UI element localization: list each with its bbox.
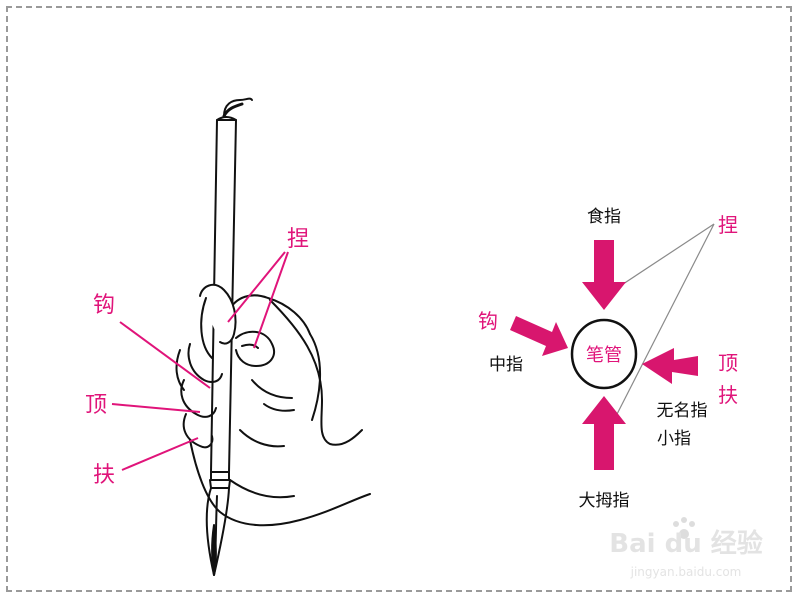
dashed-border-frame: [6, 6, 792, 592]
thumb-up-arrow: [582, 396, 626, 470]
label-thumb: 大拇指: [579, 491, 630, 511]
center-label: 笔管: [586, 345, 622, 366]
right-label-nie: 捏: [718, 213, 738, 237]
label-ring-finger: 无名指: [657, 401, 708, 421]
ring-left-arrow: [642, 348, 698, 384]
force-arrows: [510, 240, 698, 470]
baidu-watermark: Bai du 经验 jingyan.baidu.com: [609, 517, 763, 579]
right-label-gou: 钩: [478, 309, 498, 333]
right-label-fu: 扶: [718, 383, 738, 407]
watermark-url: jingyan.baidu.com: [630, 565, 742, 579]
left-label-nie: 捏: [287, 227, 309, 252]
brush-shaft-circle: [570, 318, 638, 390]
paw-icon: [679, 529, 689, 539]
left-label-gou: 钩: [93, 293, 115, 318]
label-middle-finger: 中指: [489, 355, 523, 375]
label-little-finger: 小指: [657, 429, 691, 449]
right-label-ding: 顶: [718, 351, 738, 375]
index-down-arrow: [582, 240, 626, 310]
left-label-fu: 扶: [93, 463, 115, 488]
label-index-finger: 食指: [587, 207, 621, 227]
left-pointer-lines: [111, 251, 289, 471]
watermark-logo: Bai du 经验: [609, 528, 763, 559]
left-label-ding: 顶: [85, 393, 107, 418]
middle-right-arrow: [510, 316, 568, 356]
nie-guide-lines: [613, 223, 715, 421]
hand-brush-illustration: [175, 97, 371, 576]
